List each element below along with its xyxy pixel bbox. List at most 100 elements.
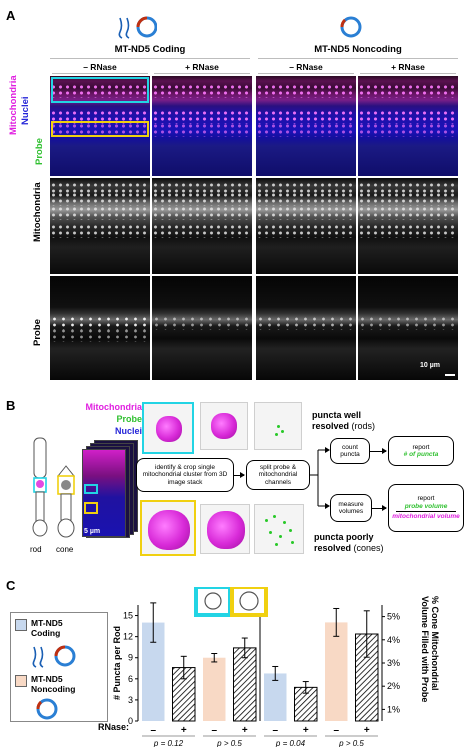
- rod-crop-mito: [200, 402, 248, 450]
- arrow-identify-split: [234, 472, 245, 478]
- tile-mito-noncoding-plus: [358, 178, 458, 274]
- cone-inset-mesh: [239, 591, 259, 611]
- coding-construct-icon: [117, 14, 158, 40]
- tile-merge-coding-minus: [50, 76, 150, 176]
- col4-header: + RNase: [391, 62, 425, 72]
- row2-label: Mitochondria: [32, 182, 43, 242]
- image-stack: [82, 440, 140, 538]
- cone-crop-merge: [140, 500, 196, 556]
- y-left-tick-label: 3: [128, 695, 133, 705]
- row1-label-probe: Probe: [34, 138, 45, 165]
- fraction-line: [396, 511, 456, 513]
- cone-inset-image: [230, 587, 268, 617]
- rods-title-line2: resolved: [312, 420, 350, 431]
- legend-noncoding-swatch: [15, 675, 27, 687]
- row1-label-mitochondria: Mitochondria: [8, 75, 19, 135]
- y-right-tick-label: 1%: [387, 704, 400, 714]
- measure-volumes-box: measure volumes: [330, 494, 372, 522]
- report-volume-numerator: probe volume: [404, 502, 448, 510]
- branch-lines: [310, 446, 330, 512]
- y-left-tick-label: 12: [123, 632, 133, 642]
- bar: [203, 657, 226, 721]
- legend-coding-swatch: [15, 619, 27, 631]
- x-tick-label: +: [303, 725, 309, 736]
- noncoding-rule: [258, 58, 458, 59]
- legend-nuclei: Nuclei: [114, 426, 142, 436]
- rod-inset-mesh: [204, 592, 222, 610]
- col1-rule: [52, 73, 148, 74]
- report-volume-denominator: mitochondrial volume: [392, 513, 460, 521]
- tile-mito-noncoding-minus: [256, 178, 356, 274]
- y-left-tick-label: 6: [128, 674, 133, 684]
- report-puncta-value: # of puncta: [403, 451, 439, 458]
- coding-rule: [50, 58, 250, 59]
- p-value-label: p > 0.5: [216, 739, 242, 747]
- bar: [142, 622, 165, 721]
- tile-merge-noncoding-minus: [256, 76, 356, 176]
- bar: [233, 647, 257, 722]
- y-right-tick-label: 4%: [387, 635, 400, 645]
- x-tick-label: +: [364, 725, 370, 736]
- rod-crop-merge: [142, 402, 194, 454]
- x-tick-label: –: [211, 725, 217, 736]
- rod-inset-image: [194, 587, 232, 617]
- group-noncoding-header: MT-ND5 Noncoding: [314, 44, 402, 55]
- tile-merge-noncoding-plus: [358, 76, 458, 176]
- rods-title-suffix: (rods): [351, 420, 376, 431]
- arrow-measure-report: [372, 505, 387, 511]
- y-left-tick-label: 9: [128, 653, 133, 663]
- panel-b-letter: B: [6, 398, 16, 413]
- report-puncta-box: report # of puncta: [388, 436, 454, 466]
- cone-label: cone: [56, 545, 74, 554]
- arrow-count-report: [370, 448, 387, 454]
- step-identify-box: identify & crop single mitochondrial clu…: [136, 458, 234, 492]
- step-split-box: split probe & mitochondrial channels: [246, 460, 310, 490]
- col3-rule: [258, 73, 354, 74]
- rod-cone-cartoon: [30, 436, 78, 544]
- y-right-tick-label: 2%: [387, 681, 400, 691]
- col2-header: + RNase: [185, 62, 219, 72]
- legend-coding-icon: [31, 643, 81, 669]
- group-coding-header: MT-ND5 Coding: [114, 44, 186, 55]
- y-left-tick-label: 15: [123, 611, 133, 621]
- p-value-label: p > 0.5: [338, 739, 364, 747]
- x-tick-label: –: [150, 725, 156, 736]
- x-tick-label: +: [181, 725, 187, 736]
- report-volume-box: report probe volume mitochondrial volume: [388, 484, 464, 532]
- cone-crop-mito: [200, 504, 250, 554]
- cones-title-line2: resolved: [314, 542, 352, 553]
- cones-title-suffix: (cones): [353, 542, 384, 553]
- legend-noncoding-icon: [35, 697, 59, 721]
- scale-bar-line: [445, 374, 455, 376]
- p-value-label: p = 0.04: [275, 739, 306, 747]
- legend-noncoding-label: MT-ND5 Noncoding: [31, 674, 76, 695]
- stack-scale-label: 5 µm: [84, 528, 101, 535]
- y-left-tick-label: 0: [128, 716, 133, 726]
- bar: [325, 622, 348, 721]
- cones-title-line1: puncta poorly: [314, 532, 374, 542]
- count-puncta-box: count puncta: [330, 438, 370, 464]
- panel-c-letter: C: [6, 578, 16, 593]
- x-tick-label: –: [333, 725, 339, 736]
- cone-crop-probe: [254, 504, 304, 554]
- tile-probe-coding-plus: [152, 276, 252, 380]
- legend-mitochondria: Mitochondria: [85, 402, 143, 412]
- tile-probe-noncoding-minus: [256, 276, 356, 380]
- bar: [264, 673, 287, 721]
- col4-rule: [360, 73, 456, 74]
- tile-probe-coding-minus: [50, 276, 150, 380]
- panel-a-letter: A: [6, 8, 16, 23]
- col3-header: – RNase: [289, 62, 323, 72]
- scale-bar-label: 10 µm: [420, 362, 440, 369]
- report-puncta-label: report: [412, 443, 430, 451]
- legend-coding-label: MT-ND5 Coding: [31, 618, 63, 639]
- cone-region-box: [51, 121, 149, 137]
- col2-rule: [154, 73, 250, 74]
- p-value-label: p = 0.12: [153, 739, 184, 747]
- rods-title: puncta well resolved (rods): [312, 410, 375, 432]
- legend-probe: Probe: [116, 414, 142, 424]
- rod-crop-probe: [254, 402, 302, 450]
- x-tick-label: +: [242, 725, 248, 736]
- x-tick-label: –: [272, 725, 278, 736]
